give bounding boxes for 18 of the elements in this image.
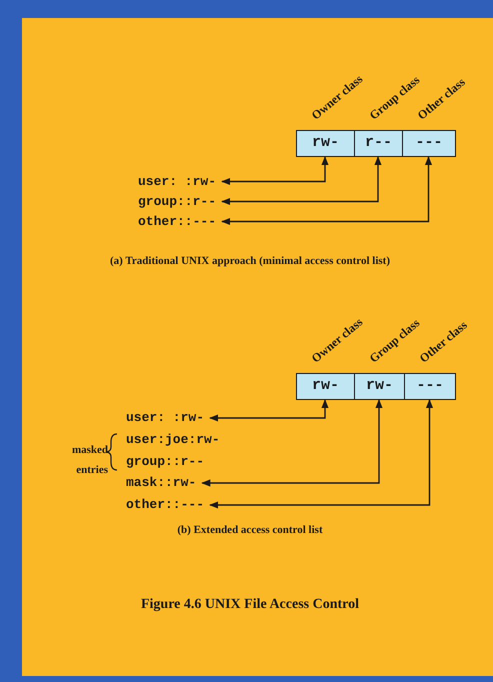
acl-entry: other::--- [138, 212, 222, 231]
arrow [209, 399, 434, 509]
arrow [209, 399, 329, 422]
acl-entry: user: :rw- [138, 172, 222, 191]
acl-entry: mask::rw- [126, 473, 202, 493]
arrow [221, 156, 382, 206]
acl-entry: group::r-- [138, 192, 222, 211]
caption-text: (b) Extended access control list [176, 523, 324, 538]
acl-entry: user: :rw- [126, 408, 210, 428]
acl-entry: user:joe:rw- [126, 430, 226, 450]
arrow [221, 156, 329, 186]
acl-entry: other::--- [126, 495, 210, 515]
arrow [221, 156, 432, 226]
caption-text: masked entries [70, 443, 108, 478]
figure-caption: Figure 4.6 UNIX File Access Control [140, 596, 360, 614]
acl-entry: group::r-- [126, 452, 210, 472]
caption-text: (a) Traditional UNIX approach (minimal access control list) [109, 254, 391, 269]
arrow [201, 399, 383, 487]
